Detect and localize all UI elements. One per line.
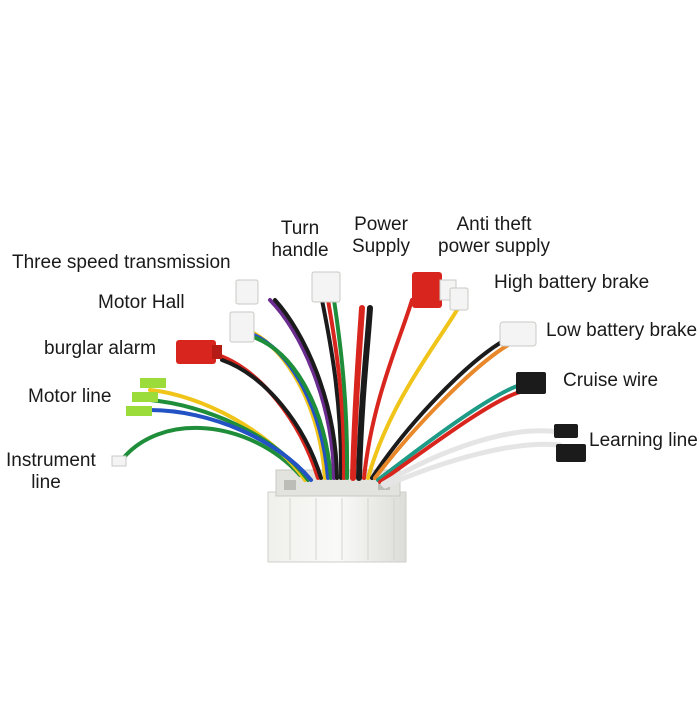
label-power-supply-line2: Supply (351, 236, 411, 257)
label-learning-line: Learning line (589, 430, 698, 451)
label-instrument-line1: Instrument (6, 450, 96, 471)
label-low-battery-brake: Low battery brake (546, 320, 698, 341)
label-motor-hall: Motor Hall (98, 292, 185, 313)
label-anti-theft-line1: Anti theft (456, 214, 532, 235)
label-motor-line: Motor line (28, 386, 112, 407)
label-cruise-wire: Cruise wire (563, 370, 659, 391)
label-instrument-line2: line (31, 472, 61, 493)
label-high-battery-brake: High battery brake (494, 272, 650, 293)
label-anti-theft-line2: power supply (438, 236, 550, 257)
label-power-supply: Power Supply (347, 214, 415, 258)
label-three-speed-transmission: Three speed transmission (12, 252, 231, 273)
label-turn-handle-line1: Turn (280, 218, 320, 239)
connectors (111, 271, 586, 467)
label-power-supply-line1: Power (354, 214, 408, 235)
label-burglar-alarm: burglar alarm (44, 338, 156, 359)
label-anti-theft-power-supply: Anti theft power supply (432, 214, 556, 258)
label-turn-handle-line2: handle (271, 240, 329, 261)
label-turn-handle: Turn handle (270, 218, 330, 262)
wire-bundle (118, 298, 563, 489)
controller-housing (267, 469, 407, 563)
label-instrument-line: Instrument line (6, 450, 96, 494)
